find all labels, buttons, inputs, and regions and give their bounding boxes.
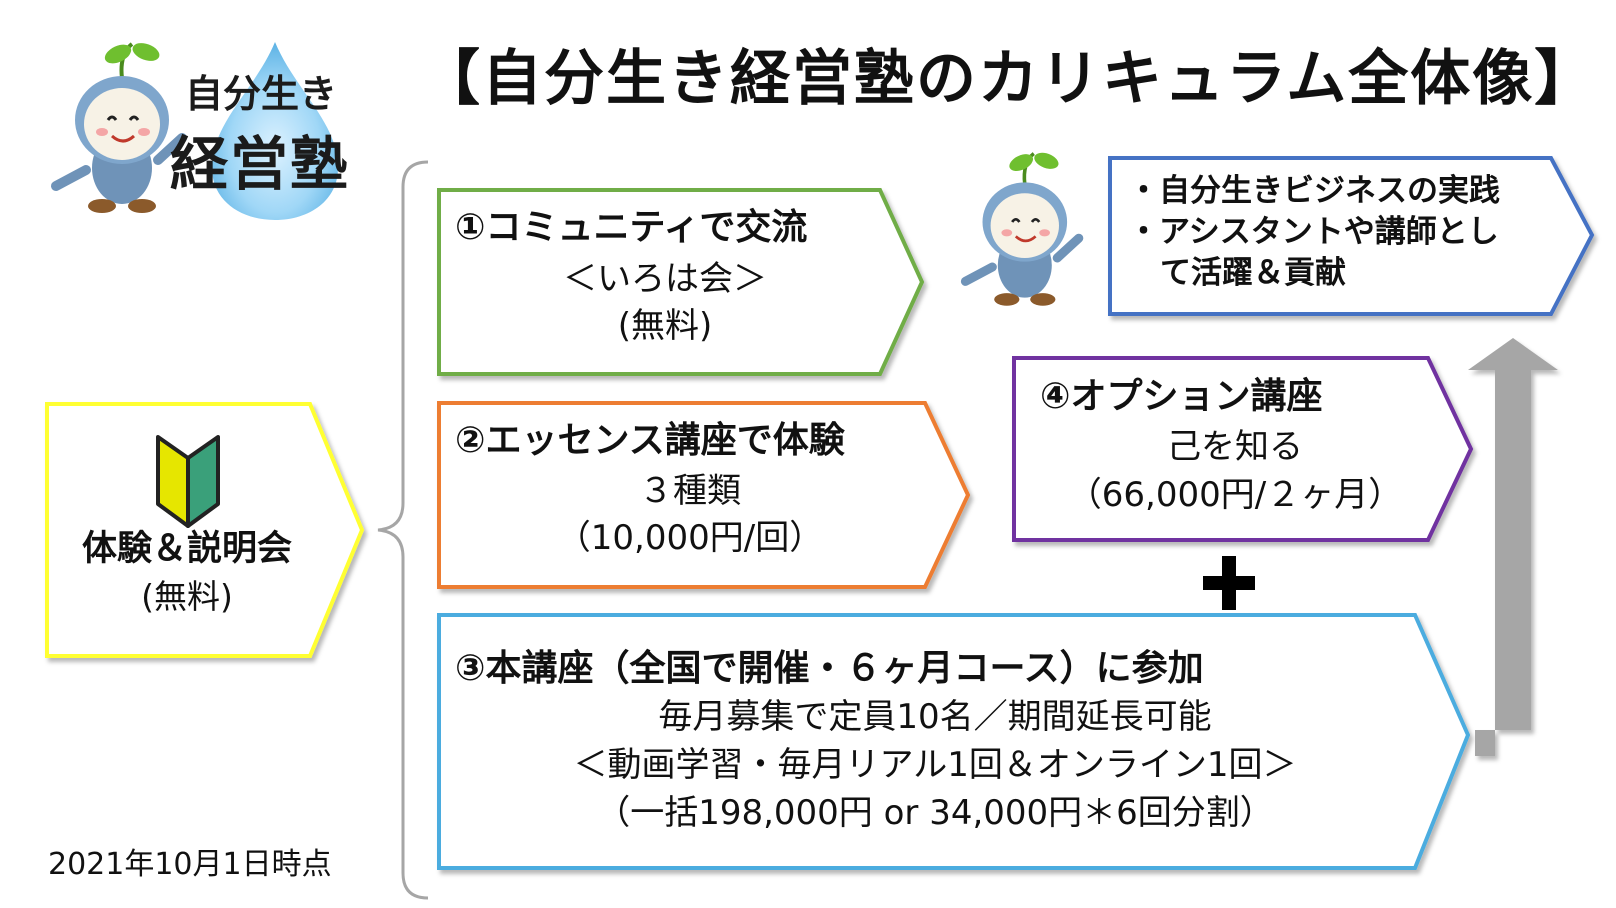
grouping-brace	[377, 160, 429, 900]
goal-line3: て活躍＆貢献	[1160, 255, 1346, 291]
step2-box	[437, 401, 971, 589]
goal-line2: ・アシスタントや講師とし	[1128, 214, 1499, 250]
step2-line3: （10,000円/回）	[556, 518, 824, 558]
step4-line3: （66,000円/２ヶ月）	[1067, 475, 1403, 515]
step4-line2: 己を知る	[1167, 427, 1303, 467]
arrow-up-icon	[1468, 338, 1558, 756]
step3-line2: 毎月募集で定員10名／期間延長可能	[658, 697, 1212, 737]
step1-line3: (無料)	[617, 306, 713, 346]
mascot-icon	[960, 152, 1084, 306]
step3-box	[437, 613, 1471, 870]
step3-line3: ＜動画学習・毎月リアル1回＆オンライン1回＞	[573, 745, 1297, 785]
page-title: 【自分生き経営塾のカリキュラム全体像】	[420, 44, 1597, 114]
beginner-mark-icon	[156, 435, 220, 528]
step1-line2: ＜いろは会＞	[563, 259, 767, 299]
logo-line1: 自分生き	[185, 71, 338, 116]
plus-icon	[1203, 556, 1255, 610]
step2-line2: ３種類	[639, 471, 741, 511]
step1-title: ①コミュニティで交流	[455, 207, 808, 248]
intro-box	[45, 402, 365, 658]
step4-box	[1012, 356, 1474, 542]
goal-box	[1108, 156, 1595, 316]
intro-note: (無料)	[141, 577, 233, 616]
intro-label: 体験＆説明会	[81, 529, 292, 569]
logo-line2: 経営塾	[170, 130, 351, 198]
step3-line4: （一括198,000円 or 34,000円＊6回分割）	[596, 793, 1274, 833]
step4-title: ④オプション講座	[1040, 376, 1323, 417]
date-note: 2021年10月1日時点	[48, 847, 332, 882]
step3-title: ③本講座（全国で開催・６ヶ月コース）に参加	[455, 648, 1204, 689]
water-drop-icon	[212, 42, 338, 220]
goal-line1: ・自分生きビジネスの実践	[1128, 173, 1500, 209]
step2-title: ②エッセンス講座で体験	[455, 420, 845, 461]
step1-box	[437, 188, 925, 376]
mascot-icon	[51, 42, 187, 213]
